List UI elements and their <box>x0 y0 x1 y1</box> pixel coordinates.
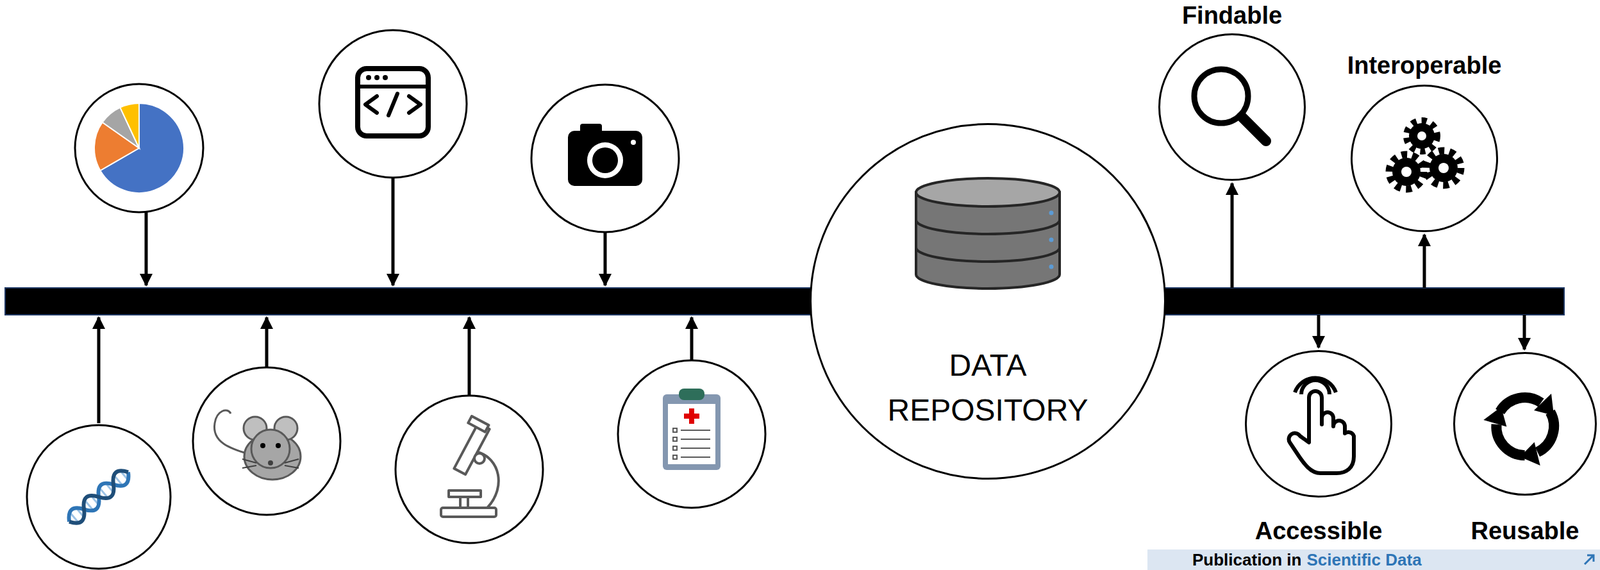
fair-circle: Accessible <box>1244 350 1393 498</box>
principle-label: Findable <box>1182 1 1283 30</box>
node-label: DATA REPOSITORY <box>872 342 1104 433</box>
fair-circle: Reusable <box>1453 351 1597 496</box>
fair-circle: Findable <box>1158 33 1306 181</box>
fair-circle: Interoperable <box>1350 84 1499 233</box>
principle-label: Accessible <box>1255 516 1383 545</box>
publication-band: Publication inScientific Data <box>1147 549 1600 570</box>
external-link-icon <box>1582 552 1597 567</box>
publication-label: Scientific Data <box>1306 550 1422 570</box>
principle-label: Interoperable <box>1347 51 1502 80</box>
repository-circle: DATA REPOSITORY <box>809 123 1167 480</box>
publication-label: Publication in <box>1192 550 1302 570</box>
principle-label: Reusable <box>1471 516 1580 545</box>
